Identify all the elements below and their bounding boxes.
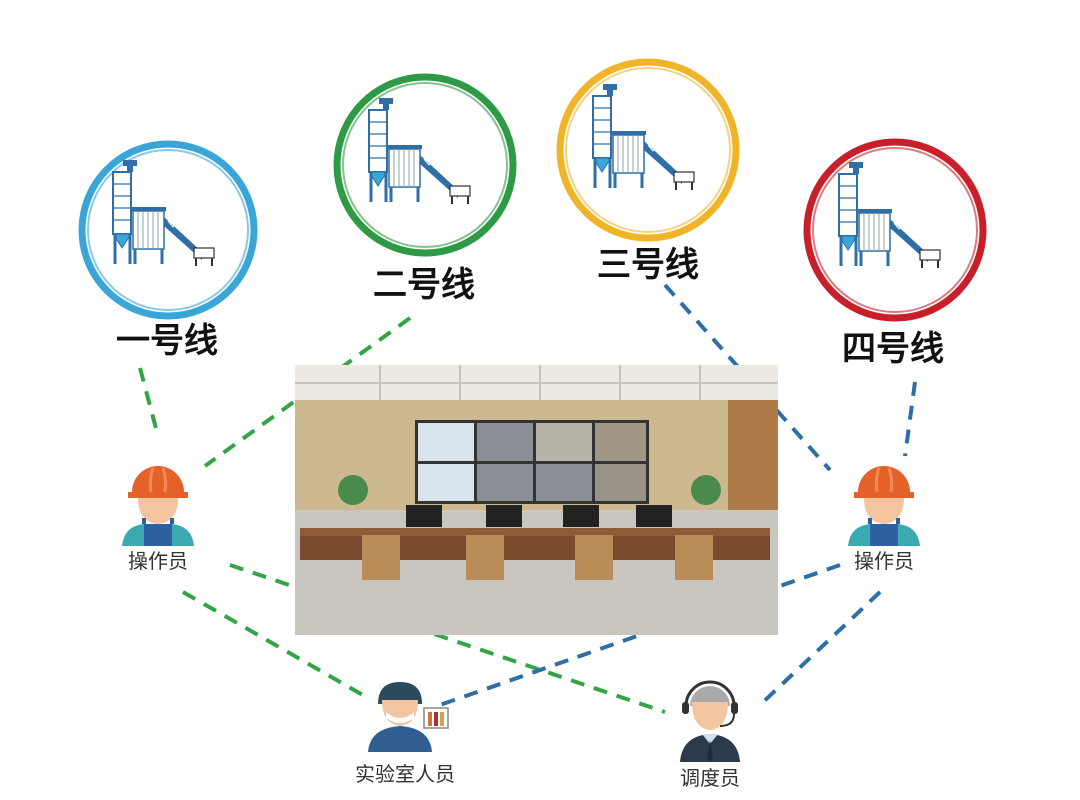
line-ring — [78, 140, 258, 320]
production-line-4: 四号线 — [803, 138, 987, 369]
person-label: 实验室人员 — [355, 762, 455, 786]
connector-line4-operator — [903, 381, 917, 457]
person-label: 调度员 — [680, 766, 740, 790]
line-ring — [803, 138, 987, 322]
worker-avatar-icon — [120, 464, 196, 548]
connector-operator-lab — [182, 590, 369, 700]
dispatcher-headset-avatar-icon — [680, 680, 740, 762]
line-ring — [333, 73, 517, 257]
line-label: 四号线 — [842, 329, 944, 369]
operator-left: 操作员 — [120, 464, 196, 573]
line-ring — [556, 58, 740, 242]
dispatcher: 调度员 — [680, 680, 740, 790]
line-label: 一号线 — [116, 321, 218, 361]
connector-line1-operator — [138, 367, 160, 437]
mixing-plant-icon — [367, 96, 472, 206]
control-room-image — [295, 365, 778, 635]
mixing-plant-icon — [111, 158, 216, 268]
test-tubes-icon — [423, 707, 449, 729]
mixing-plant-icon — [591, 82, 696, 192]
lab-staff: 实验室人员 — [355, 682, 455, 786]
production-line-2: 二号线 — [333, 73, 517, 305]
connector-operator-dispatcher-right — [758, 590, 882, 707]
production-line-3: 三号线 — [556, 58, 740, 285]
line-label: 二号线 — [373, 265, 475, 305]
line-label: 三号线 — [597, 245, 699, 285]
mixing-plant-icon — [837, 160, 942, 270]
operator-right: 操作员 — [846, 464, 922, 573]
person-label: 操作员 — [128, 549, 188, 573]
person-label: 操作员 — [854, 549, 914, 573]
production-line-1: 一号线 — [78, 140, 258, 361]
worker-avatar-icon — [846, 464, 922, 548]
lab-staff-avatar-icon — [368, 682, 449, 752]
